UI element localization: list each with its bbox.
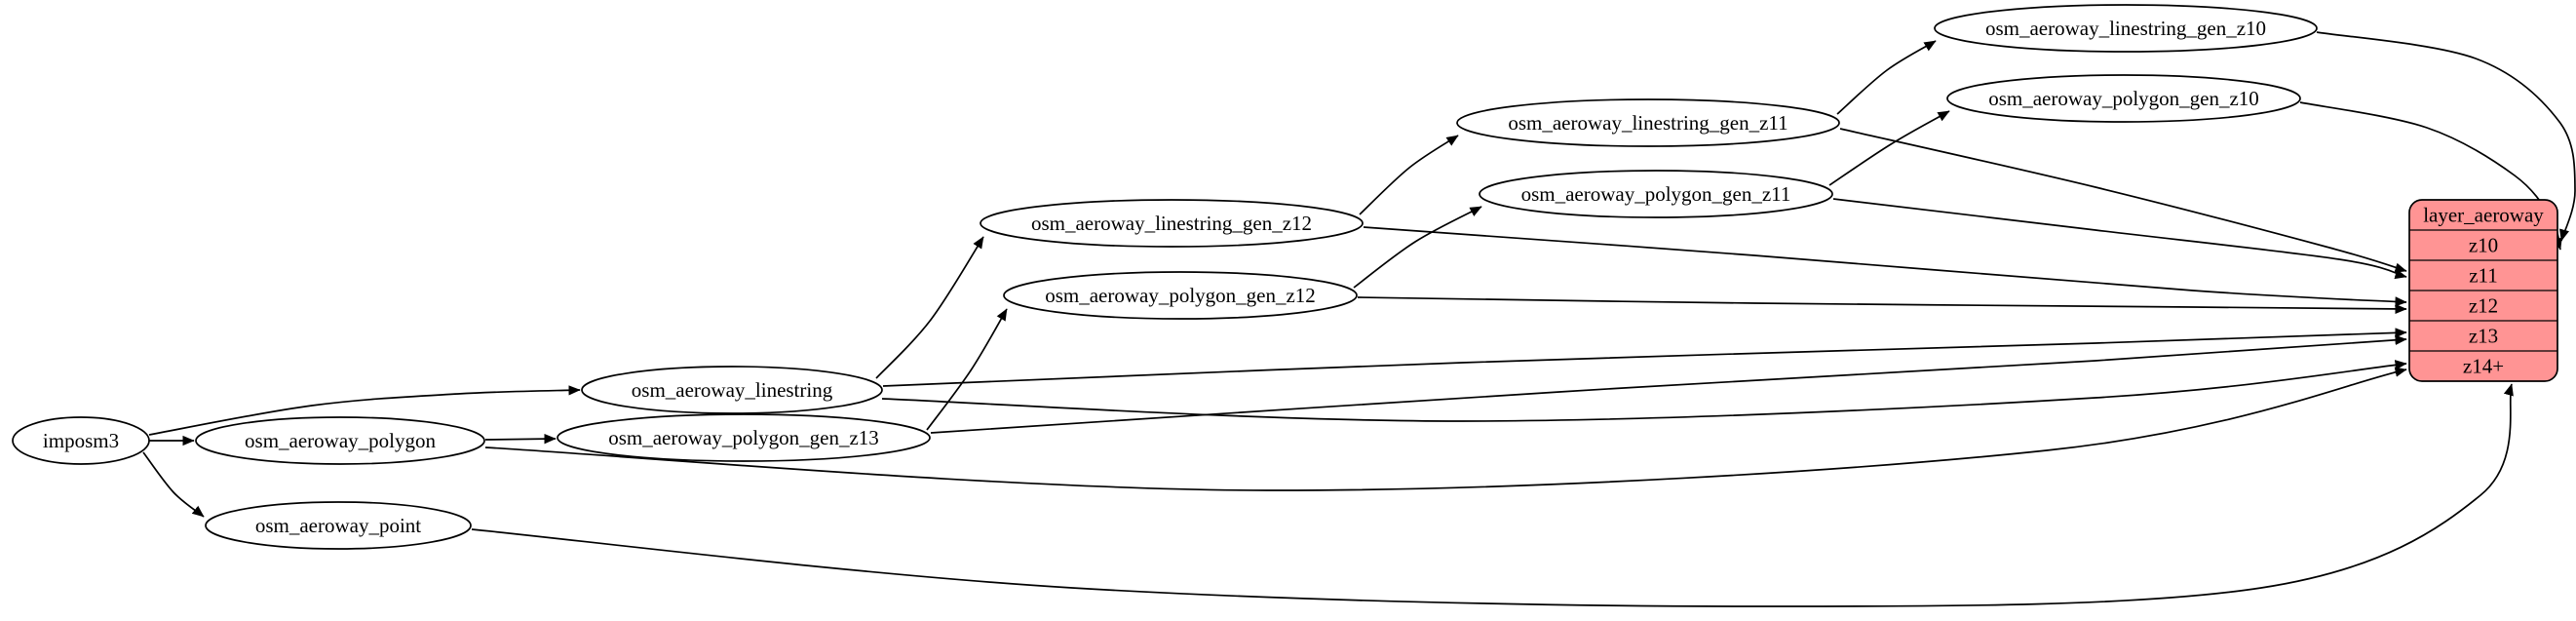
edge-imposm3-to-osm_aeroway_linestring xyxy=(148,385,581,436)
node-label-osm_aeroway_polygon_gen_z11: osm_aeroway_polygon_gen_z11 xyxy=(1521,182,1791,206)
node-label-imposm3: imposm3 xyxy=(43,429,119,452)
record-row-z11: z11 xyxy=(2469,264,2498,288)
node-label-osm_aeroway_polygon_gen_z12: osm_aeroway_polygon_gen_z12 xyxy=(1045,284,1316,307)
node-ellipse-osm_aeroway_linestring xyxy=(581,366,883,414)
edge-imposm3-to-osm_aeroway_point xyxy=(142,451,205,518)
node-ellipse-osm_aeroway_linestring_gen_z12 xyxy=(980,199,1364,248)
edge-osm_aeroway_polygon_gen_z13-to-osm_aeroway_polygon_gen_z12 xyxy=(926,308,1008,431)
node-label-osm_aeroway_linestring_gen_z11: osm_aeroway_linestring_gen_z11 xyxy=(1508,111,1788,135)
record-title: layer_aeroway xyxy=(2423,204,2544,227)
node-osm_aeroway_polygon_gen_z11: osm_aeroway_polygon_gen_z11 xyxy=(1479,170,1833,218)
node-ellipse-osm_aeroway_polygon_gen_z12 xyxy=(1003,271,1358,320)
node-label-osm_aeroway_polygon_gen_z10: osm_aeroway_polygon_gen_z10 xyxy=(1988,87,2259,110)
edge-osm_aeroway_polygon_gen_z11-to-osm_aeroway_polygon_gen_z10 xyxy=(1828,110,1950,186)
edge-osm_aeroway_polygon_gen_z11-to-layer_aeroway-z11 xyxy=(1832,198,2407,280)
node-ellipse-osm_aeroway_point xyxy=(205,501,472,550)
node-imposm3: imposm3 xyxy=(12,416,150,465)
edge-osm_aeroway_linestring-to-layer_aeroway-z14+ xyxy=(881,360,2407,422)
record-row-z14+: z14+ xyxy=(2463,355,2504,378)
node-label-osm_aeroway_point: osm_aeroway_point xyxy=(255,514,421,537)
node-osm_aeroway_polygon_gen_z10: osm_aeroway_polygon_gen_z10 xyxy=(1946,74,2301,123)
node-osm_aeroway_linestring_gen_z12: osm_aeroway_linestring_gen_z12 xyxy=(980,199,1364,248)
node-osm_aeroway_point: osm_aeroway_point xyxy=(205,501,472,550)
edge-osm_aeroway_polygon-to-layer_aeroway-z14+ xyxy=(484,367,2407,491)
record-row-z10: z10 xyxy=(2469,234,2498,257)
edge-osm_aeroway_linestring_gen_z12-to-layer_aeroway-z12 xyxy=(1363,226,2407,307)
node-ellipse-osm_aeroway_linestring_gen_z11 xyxy=(1456,98,1840,147)
edge-osm_aeroway_polygon_gen_z12-to-osm_aeroway_polygon_gen_z11 xyxy=(1353,206,1482,289)
node-label-osm_aeroway_linestring_gen_z12: osm_aeroway_linestring_gen_z12 xyxy=(1031,212,1312,235)
edge-osm_aeroway_linestring-to-layer_aeroway-z13 xyxy=(882,328,2407,387)
node-osm_aeroway_polygon_gen_z12: osm_aeroway_polygon_gen_z12 xyxy=(1003,271,1358,320)
edge-osm_aeroway_polygon-to-osm_aeroway_polygon_gen_z13 xyxy=(484,433,557,445)
node-osm_aeroway_linestring_gen_z10: osm_aeroway_linestring_gen_z10 xyxy=(1934,4,2318,53)
edge-osm_aeroway_polygon_gen_z13-to-layer_aeroway-z13 xyxy=(930,334,2407,434)
node-ellipse-osm_aeroway_polygon_gen_z11 xyxy=(1479,170,1833,218)
node-ellipse-osm_aeroway_polygon_gen_z13 xyxy=(557,413,931,462)
record-row-z13: z13 xyxy=(2469,325,2498,348)
node-label-osm_aeroway_linestring_gen_z10: osm_aeroway_linestring_gen_z10 xyxy=(1985,17,2266,40)
edge-osm_aeroway_linestring_gen_z12-to-osm_aeroway_linestring_gen_z11 xyxy=(1359,135,1459,215)
edge-osm_aeroway_linestring-to-osm_aeroway_linestring_gen_z12 xyxy=(875,236,984,379)
node-label-osm_aeroway_linestring: osm_aeroway_linestring xyxy=(632,378,833,402)
edge-osm_aeroway_linestring_gen_z11-to-layer_aeroway-z11 xyxy=(1839,128,2407,273)
node-label-osm_aeroway_polygon: osm_aeroway_polygon xyxy=(245,429,436,452)
edge-osm_aeroway_linestring_gen_z10-to-layer_aeroway-z10 xyxy=(2316,31,2576,242)
edge-osm_aeroway_linestring_gen_z11-to-osm_aeroway_linestring_gen_z10 xyxy=(1836,40,1937,115)
node-ellipse-osm_aeroway_polygon xyxy=(195,416,485,465)
node-osm_aeroway_linestring_gen_z11: osm_aeroway_linestring_gen_z11 xyxy=(1456,98,1840,147)
edges xyxy=(142,31,2576,607)
node-ellipse-osm_aeroway_polygon_gen_z10 xyxy=(1946,74,2301,123)
record-row-z12: z12 xyxy=(2469,294,2498,318)
edge-osm_aeroway_point-to-layer_aeroway-z14+ xyxy=(471,383,2514,607)
node-ellipse-imposm3 xyxy=(12,416,150,465)
node-label-osm_aeroway_polygon_gen_z13: osm_aeroway_polygon_gen_z13 xyxy=(608,426,879,449)
edge-osm_aeroway_polygon_gen_z12-to-layer_aeroway-z12 xyxy=(1357,296,2407,315)
node-osm_aeroway_polygon: osm_aeroway_polygon xyxy=(195,416,485,465)
record-layer_aeroway: layer_aeroway z10 z11 z12 z13 z14+ xyxy=(2408,199,2558,382)
node-osm_aeroway_linestring: osm_aeroway_linestring xyxy=(581,366,883,414)
node-osm_aeroway_polygon_gen_z13: osm_aeroway_polygon_gen_z13 xyxy=(557,413,931,462)
node-ellipse-osm_aeroway_linestring_gen_z10 xyxy=(1934,4,2318,53)
